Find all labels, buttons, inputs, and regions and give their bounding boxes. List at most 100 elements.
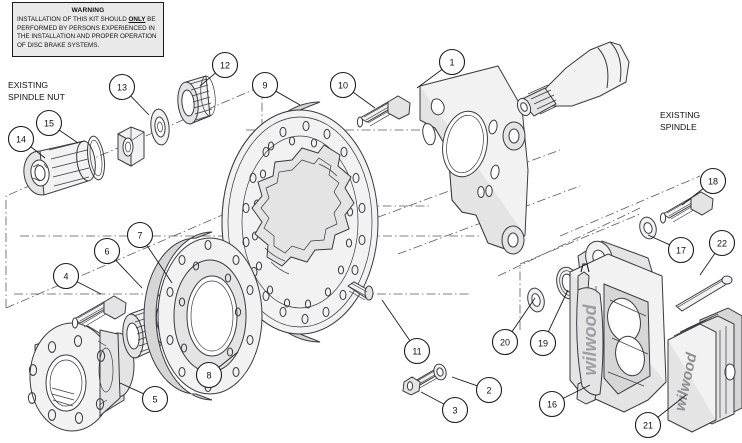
part-12-outer-bearing	[177, 75, 216, 125]
callout-number-21: 21	[643, 421, 653, 431]
callout-7: 7	[126, 221, 173, 284]
callout-1: 1	[416, 48, 466, 89]
callout-13: 13	[108, 73, 150, 116]
callout-number-17: 17	[676, 246, 686, 256]
callout-number-19: 19	[538, 339, 548, 349]
part-18-caliper-bolt	[659, 191, 714, 224]
warning-body: INSTALLATION OF THIS KIT SHOULD ONLY BE …	[17, 16, 159, 50]
callout-bubble-3[interactable]	[441, 396, 469, 424]
part-20-washer	[527, 287, 545, 313]
leader-line-21	[657, 394, 687, 418]
callout-bubble-18[interactable]	[699, 167, 727, 195]
callout-bubble-21[interactable]	[634, 411, 662, 439]
callout-bubble-13[interactable]	[108, 73, 136, 101]
callout-number-7: 7	[137, 231, 142, 241]
callout-16: 16	[538, 384, 591, 418]
callout-5: 5	[119, 382, 169, 413]
callout-bubble-10[interactable]	[329, 71, 357, 99]
leader-line-7	[146, 245, 173, 284]
callout-bubble-17[interactable]	[667, 236, 695, 264]
caliper-brand-text: wilwood	[580, 304, 600, 376]
leader-line-2	[451, 376, 478, 387]
label-existing-spindle: EXISTING SPINDLE	[660, 110, 701, 132]
callout-14: 14	[7, 125, 46, 159]
label-existing-spindle-nut: EXISTING SPINDLE NUT	[8, 80, 65, 102]
part-13-hex-nut	[117, 126, 145, 167]
callout-number-6: 6	[104, 247, 109, 257]
callout-4: 4	[52, 262, 102, 295]
callout-3: 3	[420, 391, 469, 424]
callout-19: 19	[529, 289, 569, 357]
callout-11: 11	[381, 299, 431, 365]
warning-line1-a: INSTALLATION OF THIS KIT SHOULD	[17, 16, 129, 23]
leader-line-8	[218, 351, 239, 368]
existing-spindle	[516, 41, 630, 117]
callout-bubble-8[interactable]	[195, 361, 223, 389]
callout-22: 22	[699, 229, 736, 276]
warning-line1-emphasis: ONLY	[128, 16, 146, 23]
leader-line-15	[59, 129, 79, 144]
callout-number-13: 13	[117, 83, 127, 93]
callout-15: 15	[35, 109, 79, 144]
callout-20: 20	[491, 297, 536, 356]
leader-line-4	[76, 281, 102, 295]
part-2-washer	[433, 363, 447, 381]
callout-number-1: 1	[449, 58, 454, 68]
leader-line-22	[699, 253, 716, 276]
callout-21: 21	[634, 394, 687, 439]
warning-title: WARNING	[71, 7, 105, 14]
warning-line1-b: BE	[145, 16, 156, 23]
callout-bubble-6[interactable]	[93, 237, 121, 265]
leader-line-11	[381, 299, 411, 341]
part-16-caliper: wilwood	[569, 240, 667, 413]
callout-2: 2	[451, 376, 503, 404]
callout-bubble-16[interactable]	[538, 390, 566, 418]
part-22-cotter-pin	[675, 275, 733, 312]
callout-bubble-22[interactable]	[708, 229, 736, 257]
callout-bubble-12[interactable]	[211, 51, 239, 79]
flange-bolt-holes	[166, 240, 254, 392]
callout-12: 12	[199, 51, 239, 87]
leader-line-1	[416, 69, 443, 89]
callout-17: 17	[647, 234, 695, 264]
callout-bubble-5[interactable]	[141, 385, 169, 413]
leader-line-5	[119, 382, 144, 395]
callout-number-15: 15	[44, 119, 54, 129]
leader-line-18	[681, 188, 704, 206]
callout-number-5: 5	[152, 395, 157, 405]
leader-line-9	[275, 90, 301, 106]
callout-bubble-19[interactable]	[529, 329, 557, 357]
leader-line-16	[562, 384, 591, 399]
part-1-mounting-bracket	[419, 65, 529, 255]
callout-bubble-11[interactable]	[403, 337, 431, 365]
warning-line3: THE INSTALLATION AND PROPER OPERATION	[17, 33, 157, 41]
callout-number-8: 8	[206, 371, 211, 381]
callout-number-18: 18	[708, 177, 718, 187]
callout-number-10: 10	[338, 81, 348, 91]
callout-number-16: 16	[547, 400, 557, 410]
callout-bubble-2[interactable]	[475, 376, 503, 404]
callout-bubble-1[interactable]	[438, 48, 466, 76]
part-8-hub-flange	[143, 231, 263, 401]
callout-number-4: 4	[63, 272, 68, 282]
leader-line-6	[115, 259, 143, 289]
part-9-rotor	[221, 101, 379, 343]
callout-bubble-7[interactable]	[126, 221, 154, 249]
part-14-spindle-nut-assembly	[23, 140, 96, 196]
callout-bubble-9[interactable]	[251, 71, 279, 99]
part-17-washer	[639, 216, 657, 240]
leader-line-13	[130, 95, 150, 116]
callout-bubble-15[interactable]	[35, 109, 63, 137]
callout-10: 10	[329, 71, 376, 109]
leader-line-3	[420, 391, 445, 405]
part-10-rotor-bolt	[356, 95, 411, 128]
callout-bubble-4[interactable]	[52, 262, 80, 290]
leader-line-12	[199, 72, 216, 87]
callout-number-11: 11	[412, 347, 421, 357]
callout-bubble-20[interactable]	[491, 328, 519, 356]
callout-bubble-14[interactable]	[7, 125, 35, 153]
part-15-oring	[87, 135, 105, 181]
